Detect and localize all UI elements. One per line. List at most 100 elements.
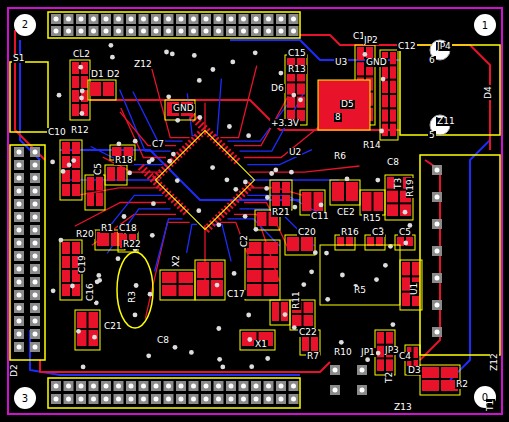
header-hole	[204, 17, 209, 22]
header-hole	[54, 384, 59, 389]
smd-pad	[441, 367, 458, 378]
header-hole	[33, 319, 38, 324]
header-pad	[201, 26, 211, 36]
smd-pad	[382, 109, 388, 121]
header-pad	[251, 14, 261, 24]
via	[247, 337, 252, 342]
via	[76, 329, 81, 334]
header-hole	[91, 29, 96, 34]
via	[127, 171, 132, 176]
smd-pad	[297, 83, 305, 94]
trace	[220, 222, 251, 263]
ic-pads	[138, 113, 262, 237]
via	[265, 356, 270, 361]
header-pad	[51, 381, 61, 391]
component-outline	[240, 330, 275, 350]
header-hole	[266, 384, 271, 389]
header-hole	[33, 293, 38, 298]
header-pad	[64, 394, 74, 404]
smd-pad	[301, 237, 313, 251]
header-pad	[101, 26, 111, 36]
via	[249, 364, 254, 369]
smd-pad	[62, 142, 70, 154]
component-outline	[70, 60, 90, 120]
smd-pad	[179, 272, 194, 283]
part-label: C19	[78, 254, 87, 274]
smd-pad	[386, 332, 393, 344]
smd-pad	[62, 284, 70, 296]
header-pad	[14, 147, 24, 157]
header-hole	[435, 330, 440, 335]
header-hole	[435, 276, 440, 281]
header-hole	[17, 189, 22, 194]
header-hole	[79, 29, 84, 34]
header-pad	[201, 394, 211, 404]
trace	[204, 225, 205, 289]
header-pad	[51, 14, 61, 24]
header-pad	[289, 381, 299, 391]
part-label: Z12	[490, 352, 499, 372]
part-label: C7	[151, 140, 165, 149]
header-hole	[104, 397, 109, 402]
trace	[107, 209, 170, 253]
header-hole	[17, 267, 22, 272]
via	[175, 118, 180, 123]
via	[365, 357, 370, 362]
component-outline	[88, 80, 116, 100]
smd-pad	[97, 232, 109, 246]
via	[379, 129, 384, 134]
header-hole	[216, 29, 221, 34]
part-label: C2	[240, 234, 249, 248]
smd-pad	[62, 270, 70, 282]
via	[269, 171, 274, 176]
header-hole	[229, 17, 234, 22]
via	[243, 180, 248, 185]
smd-pad	[247, 284, 262, 296]
header-hole	[141, 397, 146, 402]
part-label: R7	[306, 352, 320, 361]
part-label: R12	[70, 126, 90, 135]
header-pad	[214, 14, 224, 24]
header-hole	[66, 397, 71, 402]
header-pad	[30, 277, 40, 287]
smd-pad	[346, 182, 358, 201]
header-pad	[64, 26, 74, 36]
smd-pad	[374, 192, 384, 211]
header-pad	[126, 394, 136, 404]
part-label: R14	[362, 141, 382, 150]
header-pad	[126, 26, 136, 36]
header-pad	[189, 14, 199, 24]
header-pad	[14, 290, 24, 300]
part-label: U3	[334, 58, 348, 67]
header-pad	[432, 327, 442, 337]
part-label: Z11	[436, 117, 456, 126]
part-label: R22	[122, 240, 142, 249]
via	[175, 178, 180, 183]
header-hole	[216, 397, 221, 402]
component-outline	[420, 365, 460, 395]
header-hole	[291, 29, 296, 34]
header-hole	[191, 29, 196, 34]
part-label: 8	[334, 113, 342, 122]
header-pad	[164, 394, 174, 404]
header-pad	[276, 381, 286, 391]
header-pad	[214, 26, 224, 36]
header-hole	[435, 303, 440, 308]
via	[71, 158, 76, 163]
header-hole	[116, 17, 121, 22]
header-hole	[179, 29, 184, 34]
part-label: C21	[103, 322, 123, 331]
header-hole	[254, 29, 259, 34]
via	[227, 124, 232, 129]
component-outline	[75, 310, 100, 350]
header-pad	[14, 303, 24, 313]
via	[216, 326, 221, 331]
header-pad	[14, 264, 24, 274]
header-hole	[17, 332, 22, 337]
header-hole	[33, 241, 38, 246]
header-hole	[116, 397, 121, 402]
header-pad	[76, 381, 86, 391]
header-pad	[30, 238, 40, 248]
header-pad	[14, 316, 24, 326]
header-hole	[66, 384, 71, 389]
